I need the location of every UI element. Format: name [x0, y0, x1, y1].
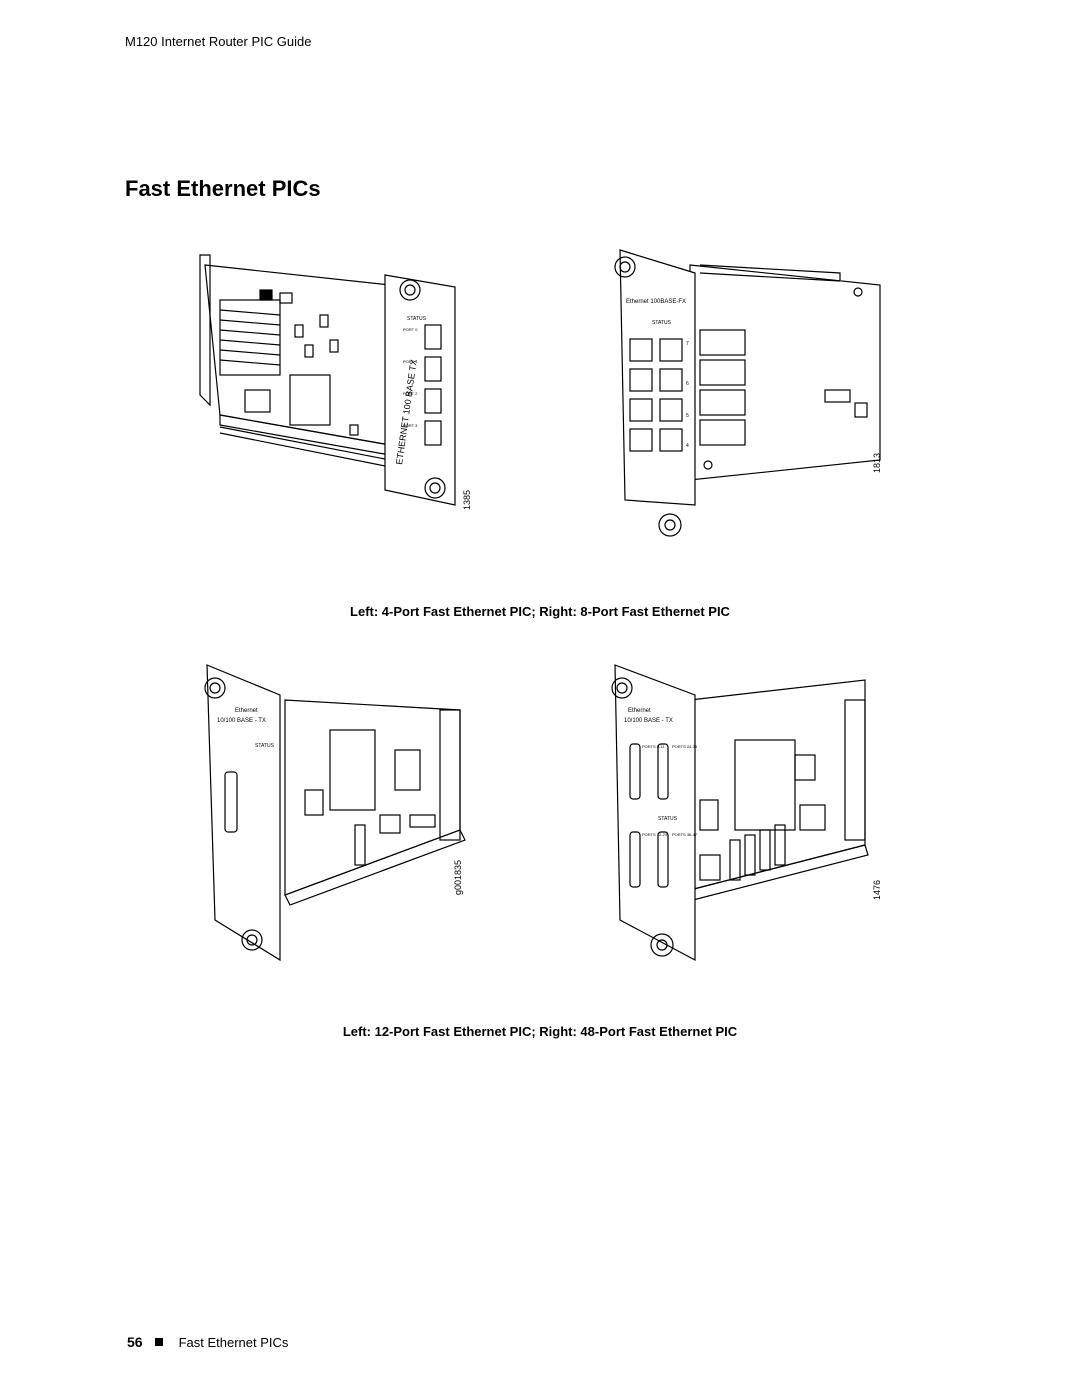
status-label: STATUS: [658, 816, 678, 822]
port-number: 7: [686, 341, 689, 347]
port-label-0: PORT 0: [403, 327, 418, 332]
port-group-label: PORTS 12-23: [642, 832, 668, 837]
status-label: STATUS: [652, 320, 672, 326]
page-number: 56: [127, 1334, 143, 1350]
port-label-2: PORT 2: [403, 391, 418, 396]
running-header: M120 Internet Router PIC Guide: [125, 34, 312, 49]
figure-12port-pic: Ethernet 10/100 BASE - TX STATUS g001835: [195, 660, 485, 980]
faceplate-label: Ethernet 100BASE-FX: [626, 299, 686, 305]
faceplate-line2: 10/100 BASE - TX: [217, 718, 266, 724]
square-bullet-icon: [154, 1338, 163, 1346]
figure-caption-2: Left: 12-Port Fast Ethernet PIC; Right: …: [342, 1024, 738, 1039]
section-title: Fast Ethernet PICs: [125, 176, 321, 201]
port-group-label: PORTS 36-47: [672, 832, 698, 837]
status-label: STATUS: [407, 316, 427, 322]
port-number: 4: [686, 443, 689, 449]
port-number: 5: [686, 413, 689, 419]
figure-caption-1: Left: 4-Port Fast Ethernet PIC; Right: 8…: [350, 604, 730, 619]
page-footer: 56 Fast Ethernet PICs: [127, 1334, 288, 1350]
footer-section-name: Fast Ethernet PICs: [178, 1334, 289, 1350]
status-label: STATUS: [255, 743, 275, 749]
port-group-label: PORTS 24-35: [672, 744, 698, 749]
figure-id: 1813: [872, 453, 882, 473]
faceplate-line1: Ethernet: [628, 708, 651, 714]
figure-id: 1385: [462, 490, 472, 510]
port-group-label: PORTS 0-11: [642, 744, 665, 749]
figure-8port-pic: Ethernet 100BASE-FX STATUS 7 6 5 4 1813: [600, 245, 890, 545]
port-number: 6: [686, 381, 689, 387]
figure-id: g001835: [453, 860, 463, 895]
faceplate-line1: Ethernet: [235, 708, 258, 714]
figure-4port-pic: STATUS PORT 0 PORT 1 PORT 2 PORT 3 ETHER…: [190, 245, 490, 525]
faceplate-line2: 10/100 BASE - TX: [624, 718, 673, 724]
port-label-3: PORT 3: [403, 423, 418, 428]
figure-id: 1476: [872, 880, 882, 900]
figure-48port-pic: Ethernet 10/100 BASE - TX PORTS 0-11 POR…: [600, 660, 890, 980]
port-label-1: PORT 1: [403, 359, 418, 364]
